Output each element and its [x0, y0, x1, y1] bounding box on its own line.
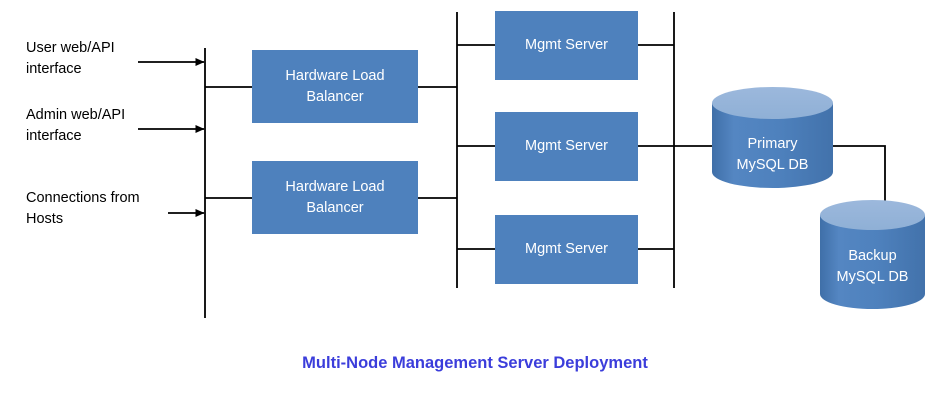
primary-db-shape	[712, 87, 833, 188]
diagram-title: Multi-Node Management Server Deployment	[302, 354, 648, 372]
node-hardware-load-balancer-1[interactable]: Hardware Load Balancer	[252, 50, 418, 123]
input-label-admin-interface: Admin web/API interface	[26, 107, 126, 144]
node-backup-mysql-db-label[interactable]: Backup MySQL DB	[836, 248, 909, 285]
node-primary-mysql-db-label[interactable]: Primary MySQL DB	[736, 136, 809, 173]
link-primary-to-backup-db	[833, 145, 886, 224]
input-label-user-interface: User web/API interface	[26, 40, 115, 77]
node-hardware-load-balancer-2[interactable]: Hardware Load Balancer	[252, 161, 418, 234]
node-mgmt-server-2[interactable]: Mgmt Server	[495, 112, 638, 181]
node-mgmt-server-3[interactable]: Mgmt Server	[495, 215, 638, 284]
input-label-host-connections: Connections from Hosts	[26, 190, 140, 227]
node-mgmt-server-1[interactable]: Mgmt Server	[495, 11, 638, 80]
backup-db-shape	[820, 200, 925, 309]
